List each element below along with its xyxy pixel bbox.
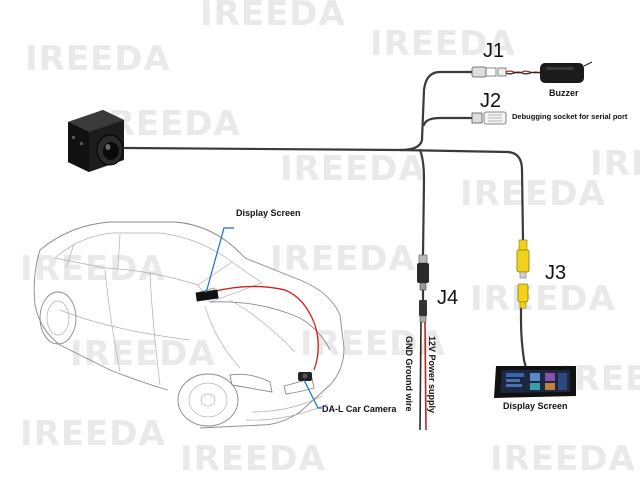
- j4-power-connector: [417, 254, 429, 431]
- j4-label: J4: [437, 287, 458, 309]
- display-screen-device-icon: [494, 366, 576, 398]
- display-screen-leader-line: [205, 227, 234, 294]
- watermark: IREEDA: [270, 239, 416, 279]
- watermark: IREEDA: [490, 439, 636, 479]
- watermark: IREEDA: [460, 174, 606, 214]
- j3-label: J3: [545, 262, 566, 284]
- watermark: IREEDA: [20, 414, 166, 454]
- watermark: IREEDA: [200, 0, 346, 34]
- watermark: IREEDA: [180, 439, 326, 479]
- watermark: IREEDA: [470, 279, 616, 319]
- buzzer-label: Buzzer: [549, 88, 579, 98]
- j1-label: J1: [483, 40, 504, 62]
- watermark: IREEDA: [20, 249, 166, 289]
- watermark: IREEDA: [370, 24, 516, 64]
- display-screen-bottom-label: Display Screen: [503, 401, 568, 411]
- buzzer-icon: [540, 61, 593, 83]
- display-screen-car-label: Display Screen: [236, 208, 301, 218]
- j3-rca-connector: [516, 239, 530, 309]
- car-camera-label: DA-L Car Camera: [322, 404, 397, 414]
- car-illustration: [33, 221, 345, 429]
- j1-connector: [471, 66, 541, 78]
- power-supply-label: 12V Power supply: [427, 336, 437, 413]
- watermark: IREEDA: [280, 149, 426, 189]
- watermark: IREEDA: [590, 144, 640, 184]
- watermarks: IREEDA IREEDA IREEDA IREEDA IREEDA IREED…: [20, 0, 640, 479]
- debug-socket-label: Debugging socket for serial port: [512, 112, 628, 121]
- cable-harness: [122, 70, 528, 370]
- ground-wire-label: GND Ground wire: [404, 336, 414, 412]
- j2-label: J2: [480, 90, 501, 112]
- j2-connector: [471, 111, 507, 125]
- watermark: IREEDA: [70, 334, 216, 374]
- watermark: IREEDA: [300, 324, 446, 364]
- car-camera-leader-line: [303, 379, 322, 409]
- watermark: IREEDA: [25, 39, 171, 79]
- camera-module-icon: [68, 110, 124, 172]
